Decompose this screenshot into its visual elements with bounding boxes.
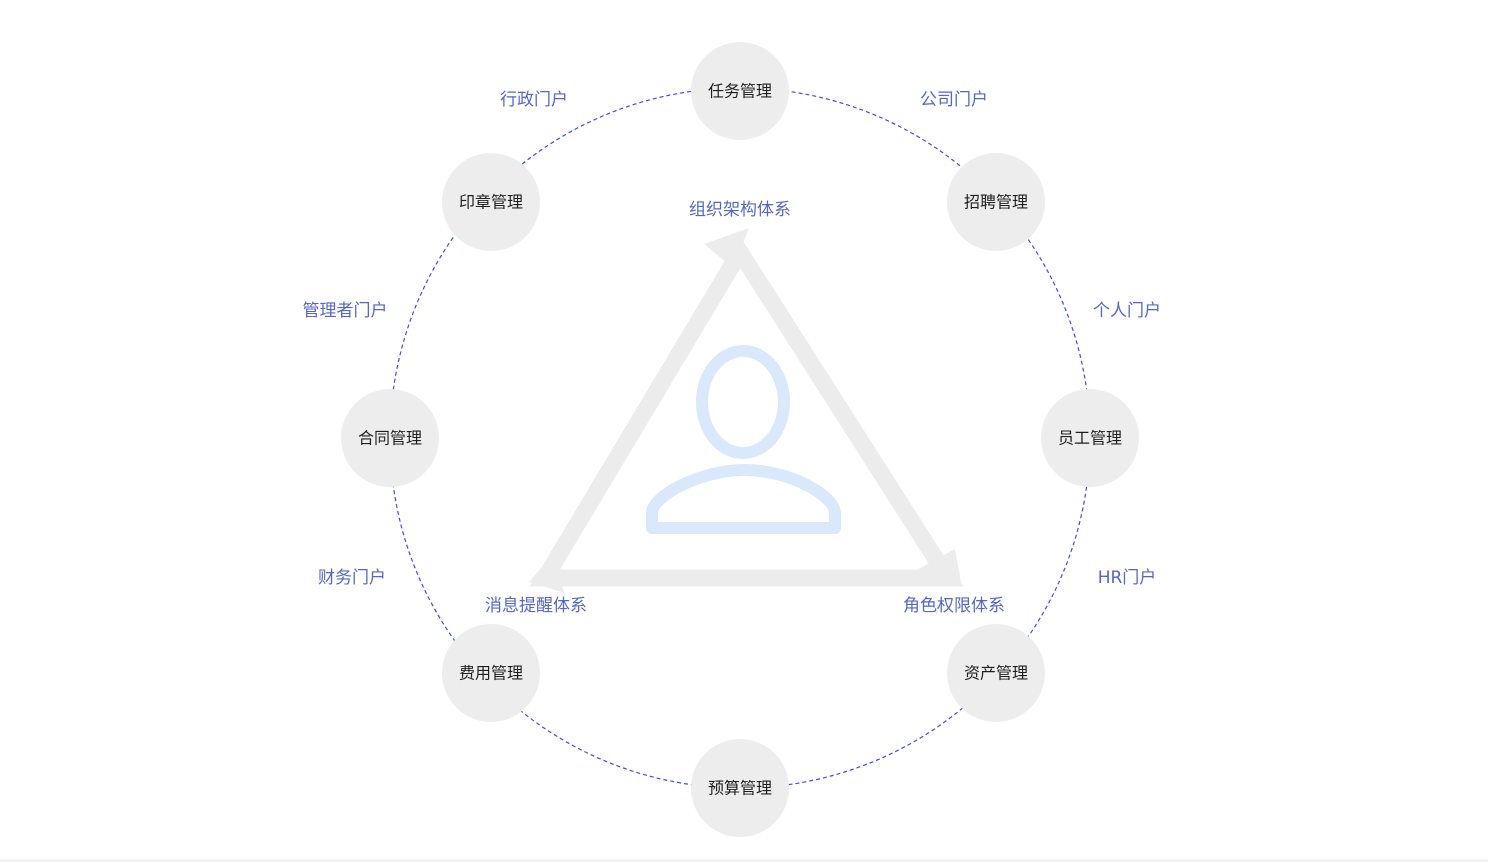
- system-org-label: 组织架构体系: [689, 200, 791, 220]
- node-recruit-circle: [947, 153, 1045, 251]
- system-message-label: 消息提醒体系: [485, 596, 587, 616]
- node-recruit-label: 招聘管理: [964, 193, 1028, 212]
- footer-divider: [0, 859, 1488, 862]
- node-contract-circle: [341, 389, 439, 487]
- node-task-circle: [691, 42, 789, 140]
- arrowhead-left: [529, 560, 565, 593]
- portal-finance-label: 财务门户: [318, 568, 386, 588]
- node-budget-label: 预算管理: [708, 779, 772, 798]
- node-seal-circle: [442, 153, 540, 251]
- node-task[interactable]: 任务管理: [691, 42, 789, 140]
- portal-admin-label: 行政门户: [500, 90, 568, 110]
- node-seal-label: 印章管理: [459, 193, 523, 212]
- person-icon: [646, 345, 841, 534]
- cycle-triangle-arrow-icon: [529, 228, 964, 593]
- node-employee-circle: [1041, 389, 1139, 487]
- node-expense-label: 费用管理: [459, 664, 523, 683]
- node-employee-label: 员工管理: [1058, 429, 1122, 448]
- portal-hr-label: HR门户: [1098, 568, 1157, 588]
- system-role-label: 角色权限体系: [903, 596, 1005, 616]
- node-asset-circle: [947, 624, 1045, 722]
- arrowhead-top: [704, 228, 749, 268]
- node-asset[interactable]: 资产管理: [947, 624, 1045, 722]
- portal-manager-label: 管理者门户: [303, 301, 388, 321]
- node-budget-circle: [691, 739, 789, 837]
- node-seal[interactable]: 印章管理: [442, 153, 540, 251]
- portal-company-label: 公司门户: [920, 90, 988, 110]
- node-budget[interactable]: 预算管理: [691, 739, 789, 837]
- portal-personal-label: 个人门户: [1093, 301, 1161, 321]
- arrowhead-right: [917, 549, 961, 582]
- node-asset-label: 资产管理: [964, 664, 1028, 683]
- node-expense-circle: [442, 624, 540, 722]
- node-employee[interactable]: 员工管理: [1041, 389, 1139, 487]
- node-task-label: 任务管理: [708, 82, 772, 101]
- node-contract[interactable]: 合同管理: [341, 389, 439, 487]
- node-recruit[interactable]: 招聘管理: [947, 153, 1045, 251]
- node-contract-label: 合同管理: [358, 429, 422, 448]
- node-expense[interactable]: 费用管理: [442, 624, 540, 722]
